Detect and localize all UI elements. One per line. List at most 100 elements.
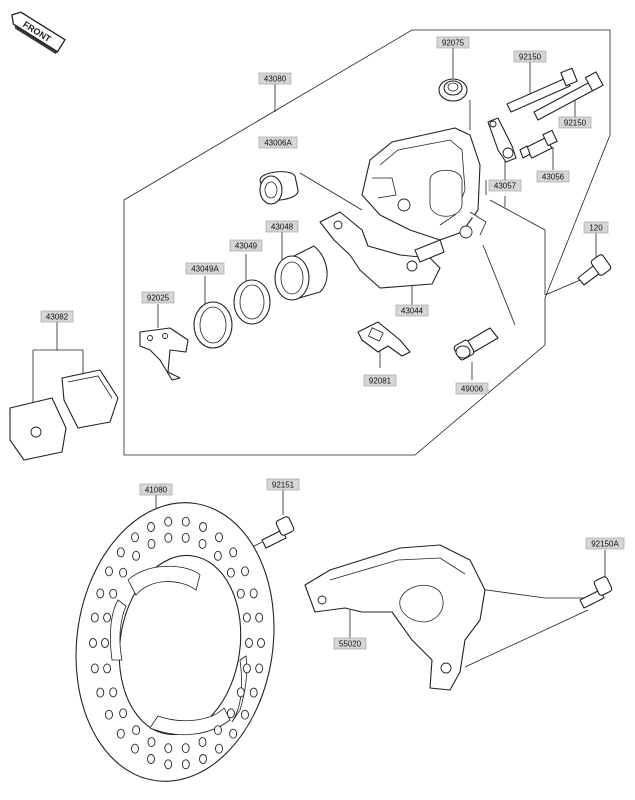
disc-hole [164, 532, 173, 543]
disc-hole [236, 588, 245, 599]
disc-hole [116, 728, 125, 739]
disc-hole [257, 638, 265, 648]
seal-43049a-icon [193, 301, 233, 349]
disc-hole [241, 566, 249, 577]
bolt-120-icon [577, 254, 612, 286]
svg-text:120: 120 [589, 224, 603, 233]
disc-hole [132, 725, 141, 736]
label-43080: 43080 [258, 72, 292, 85]
svg-text:49006: 49006 [461, 385, 484, 394]
disc-hole [255, 612, 264, 623]
svg-text:43049: 43049 [235, 242, 258, 251]
disc-hole [229, 547, 238, 558]
disc-hole [241, 709, 249, 720]
disc-hole [131, 743, 139, 754]
disc-hole [213, 550, 222, 561]
label-92150-right: 92150 [558, 116, 592, 129]
caliper-assembly-outline [123, 29, 611, 456]
label-43048: 43048 [265, 220, 299, 233]
piston-43048-icon [274, 245, 328, 301]
disc-hole [164, 516, 173, 527]
disc-hole [103, 663, 112, 674]
label-92150a-bracket: 92150A [585, 537, 625, 550]
disc-hole [181, 516, 190, 527]
bracket-55020-icon [304, 544, 486, 691]
front-arrow-icon: FRONT [11, 11, 66, 55]
label-92075: 92075 [436, 36, 470, 49]
disc-hole [181, 759, 190, 770]
disc-hole [109, 588, 118, 599]
disc-hole [242, 663, 251, 674]
disc-hole [215, 743, 223, 754]
svg-text:41080: 41080 [145, 486, 168, 495]
svg-text:43044: 43044 [401, 307, 424, 316]
svg-text:92151: 92151 [272, 481, 295, 490]
disc-hole [103, 612, 112, 623]
label-92025: 92025 [141, 291, 175, 304]
svg-text:92025: 92025 [147, 294, 170, 303]
leader-lines [32, 48, 606, 668]
disc-hole [236, 687, 245, 698]
disc-hole [131, 532, 139, 543]
clip-92081-icon [357, 321, 411, 357]
disc-hole [119, 708, 128, 719]
label-41080: 41080 [139, 483, 173, 496]
svg-text:55020: 55020 [339, 640, 362, 649]
label-43044: 43044 [395, 304, 429, 317]
disc-hole [255, 663, 264, 674]
disc-hole [199, 522, 207, 532]
label-43082: 43082 [40, 310, 74, 323]
disc-hole [199, 754, 207, 764]
disc-hole [105, 566, 113, 577]
disc-hole [242, 612, 251, 623]
label-43056: 43056 [536, 170, 570, 183]
svg-text:43006A: 43006A [264, 139, 292, 148]
disc-hole [198, 737, 207, 748]
disc-hole [147, 522, 155, 532]
disc-hole [116, 547, 125, 558]
disc-hole [164, 743, 173, 754]
label-43049: 43049 [229, 239, 263, 252]
disc-hole [147, 754, 155, 764]
label-43006a: 43006A [258, 136, 298, 149]
disc-hole [181, 743, 190, 754]
spring-92025-icon [139, 327, 189, 381]
disc-hole [90, 612, 99, 623]
label-92081: 92081 [363, 374, 397, 387]
pin-92150-icon [506, 67, 604, 121]
disc-hole [147, 737, 156, 748]
disc-hole [249, 588, 258, 599]
label-55020: 55020 [333, 637, 367, 650]
brake-disc-41080-icon [75, 502, 275, 782]
seal-43049-icon [233, 279, 271, 325]
disc-hole [226, 567, 235, 578]
disc-hole [164, 759, 173, 770]
brake-pads-43082-icon [9, 369, 119, 461]
svg-text:92081: 92081 [369, 377, 392, 386]
disc-hole [105, 709, 113, 720]
bolt-92150a-icon [579, 576, 613, 609]
disc-hole [198, 538, 207, 549]
label-49006: 49006 [455, 382, 489, 395]
svg-text:92150: 92150 [519, 53, 542, 62]
disc-hole [132, 550, 141, 561]
disc-hole [226, 708, 235, 719]
svg-text:92150A: 92150A [591, 540, 619, 549]
disc-hole [96, 588, 105, 599]
disc-hole [181, 532, 190, 543]
label-43049a: 43049A [185, 262, 225, 275]
bolt-92151-icon [261, 516, 295, 549]
bolt-49006-icon [453, 327, 499, 361]
boot-43006a-icon [259, 171, 299, 205]
svg-text:43049A: 43049A [191, 265, 219, 274]
holder-43044-icon [319, 211, 445, 289]
disc-hole [89, 638, 97, 648]
disc-hole [215, 532, 223, 543]
svg-text:43057: 43057 [494, 182, 517, 191]
label-92150-top: 92150 [513, 50, 547, 63]
label-92151: 92151 [266, 478, 300, 491]
disc-hole [147, 538, 156, 549]
disc-hole [249, 687, 258, 698]
disc-hole [90, 663, 99, 674]
